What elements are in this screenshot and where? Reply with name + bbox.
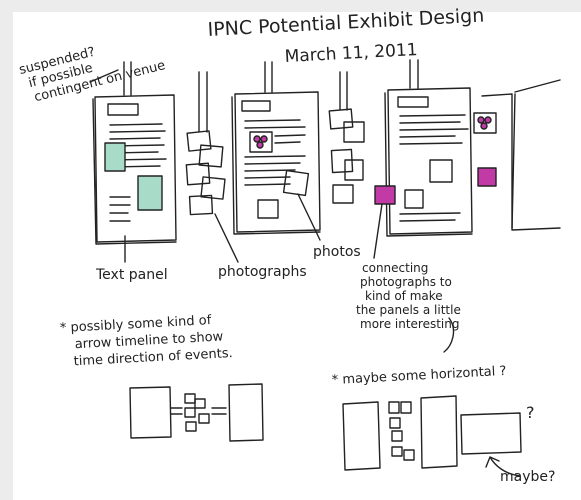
horizontal-sketch xyxy=(342,395,522,471)
timeline-sketch xyxy=(129,383,264,442)
magenta-photo-1 xyxy=(374,185,396,205)
exhibit-panel-4 xyxy=(473,79,561,231)
timeline-note: * possibly some kind of arrow timeline t… xyxy=(60,313,234,369)
green-photo-1 xyxy=(104,142,126,172)
connecting-pointer xyxy=(373,203,383,259)
suspended-pointer xyxy=(89,69,119,83)
connecting-note-line-3: kind of make xyxy=(365,289,443,303)
sketch-title: IPNC Potential Exhibit Design xyxy=(207,5,485,41)
label-photographs: photographs xyxy=(218,264,307,280)
connecting-note-line-2: photographs to xyxy=(360,275,452,289)
exhibit-panel-3 xyxy=(374,59,473,237)
green-photo-2 xyxy=(137,175,163,211)
label-photos: photos xyxy=(313,244,361,260)
horizontal-note: * maybe some horizontal ? xyxy=(331,364,506,388)
photographs-pointer xyxy=(214,213,239,263)
label-text-panel: Text panel xyxy=(95,267,168,283)
connecting-note-line-5: more interesting xyxy=(360,317,460,331)
magenta-photo-2 xyxy=(477,167,497,187)
connecting-note: connecting photographs to kind of make t… xyxy=(356,261,461,331)
sketch-paper xyxy=(13,12,581,500)
maybe-arrow xyxy=(485,456,521,477)
photograph-column-2 xyxy=(328,71,365,204)
photograph-column-1 xyxy=(185,71,226,216)
photos-pointer xyxy=(297,193,321,241)
connecting-note-line-4: the panels a little xyxy=(356,303,461,317)
text-panel-1 xyxy=(92,61,177,245)
question-mark: ? xyxy=(526,403,535,422)
maybe-note: maybe? xyxy=(500,469,555,485)
connecting-note-line-1: connecting xyxy=(362,261,428,275)
connecting-bracket xyxy=(443,317,455,353)
exhibit-panel-2 xyxy=(231,61,321,235)
sketch-date: March 11, 2011 xyxy=(284,40,418,67)
